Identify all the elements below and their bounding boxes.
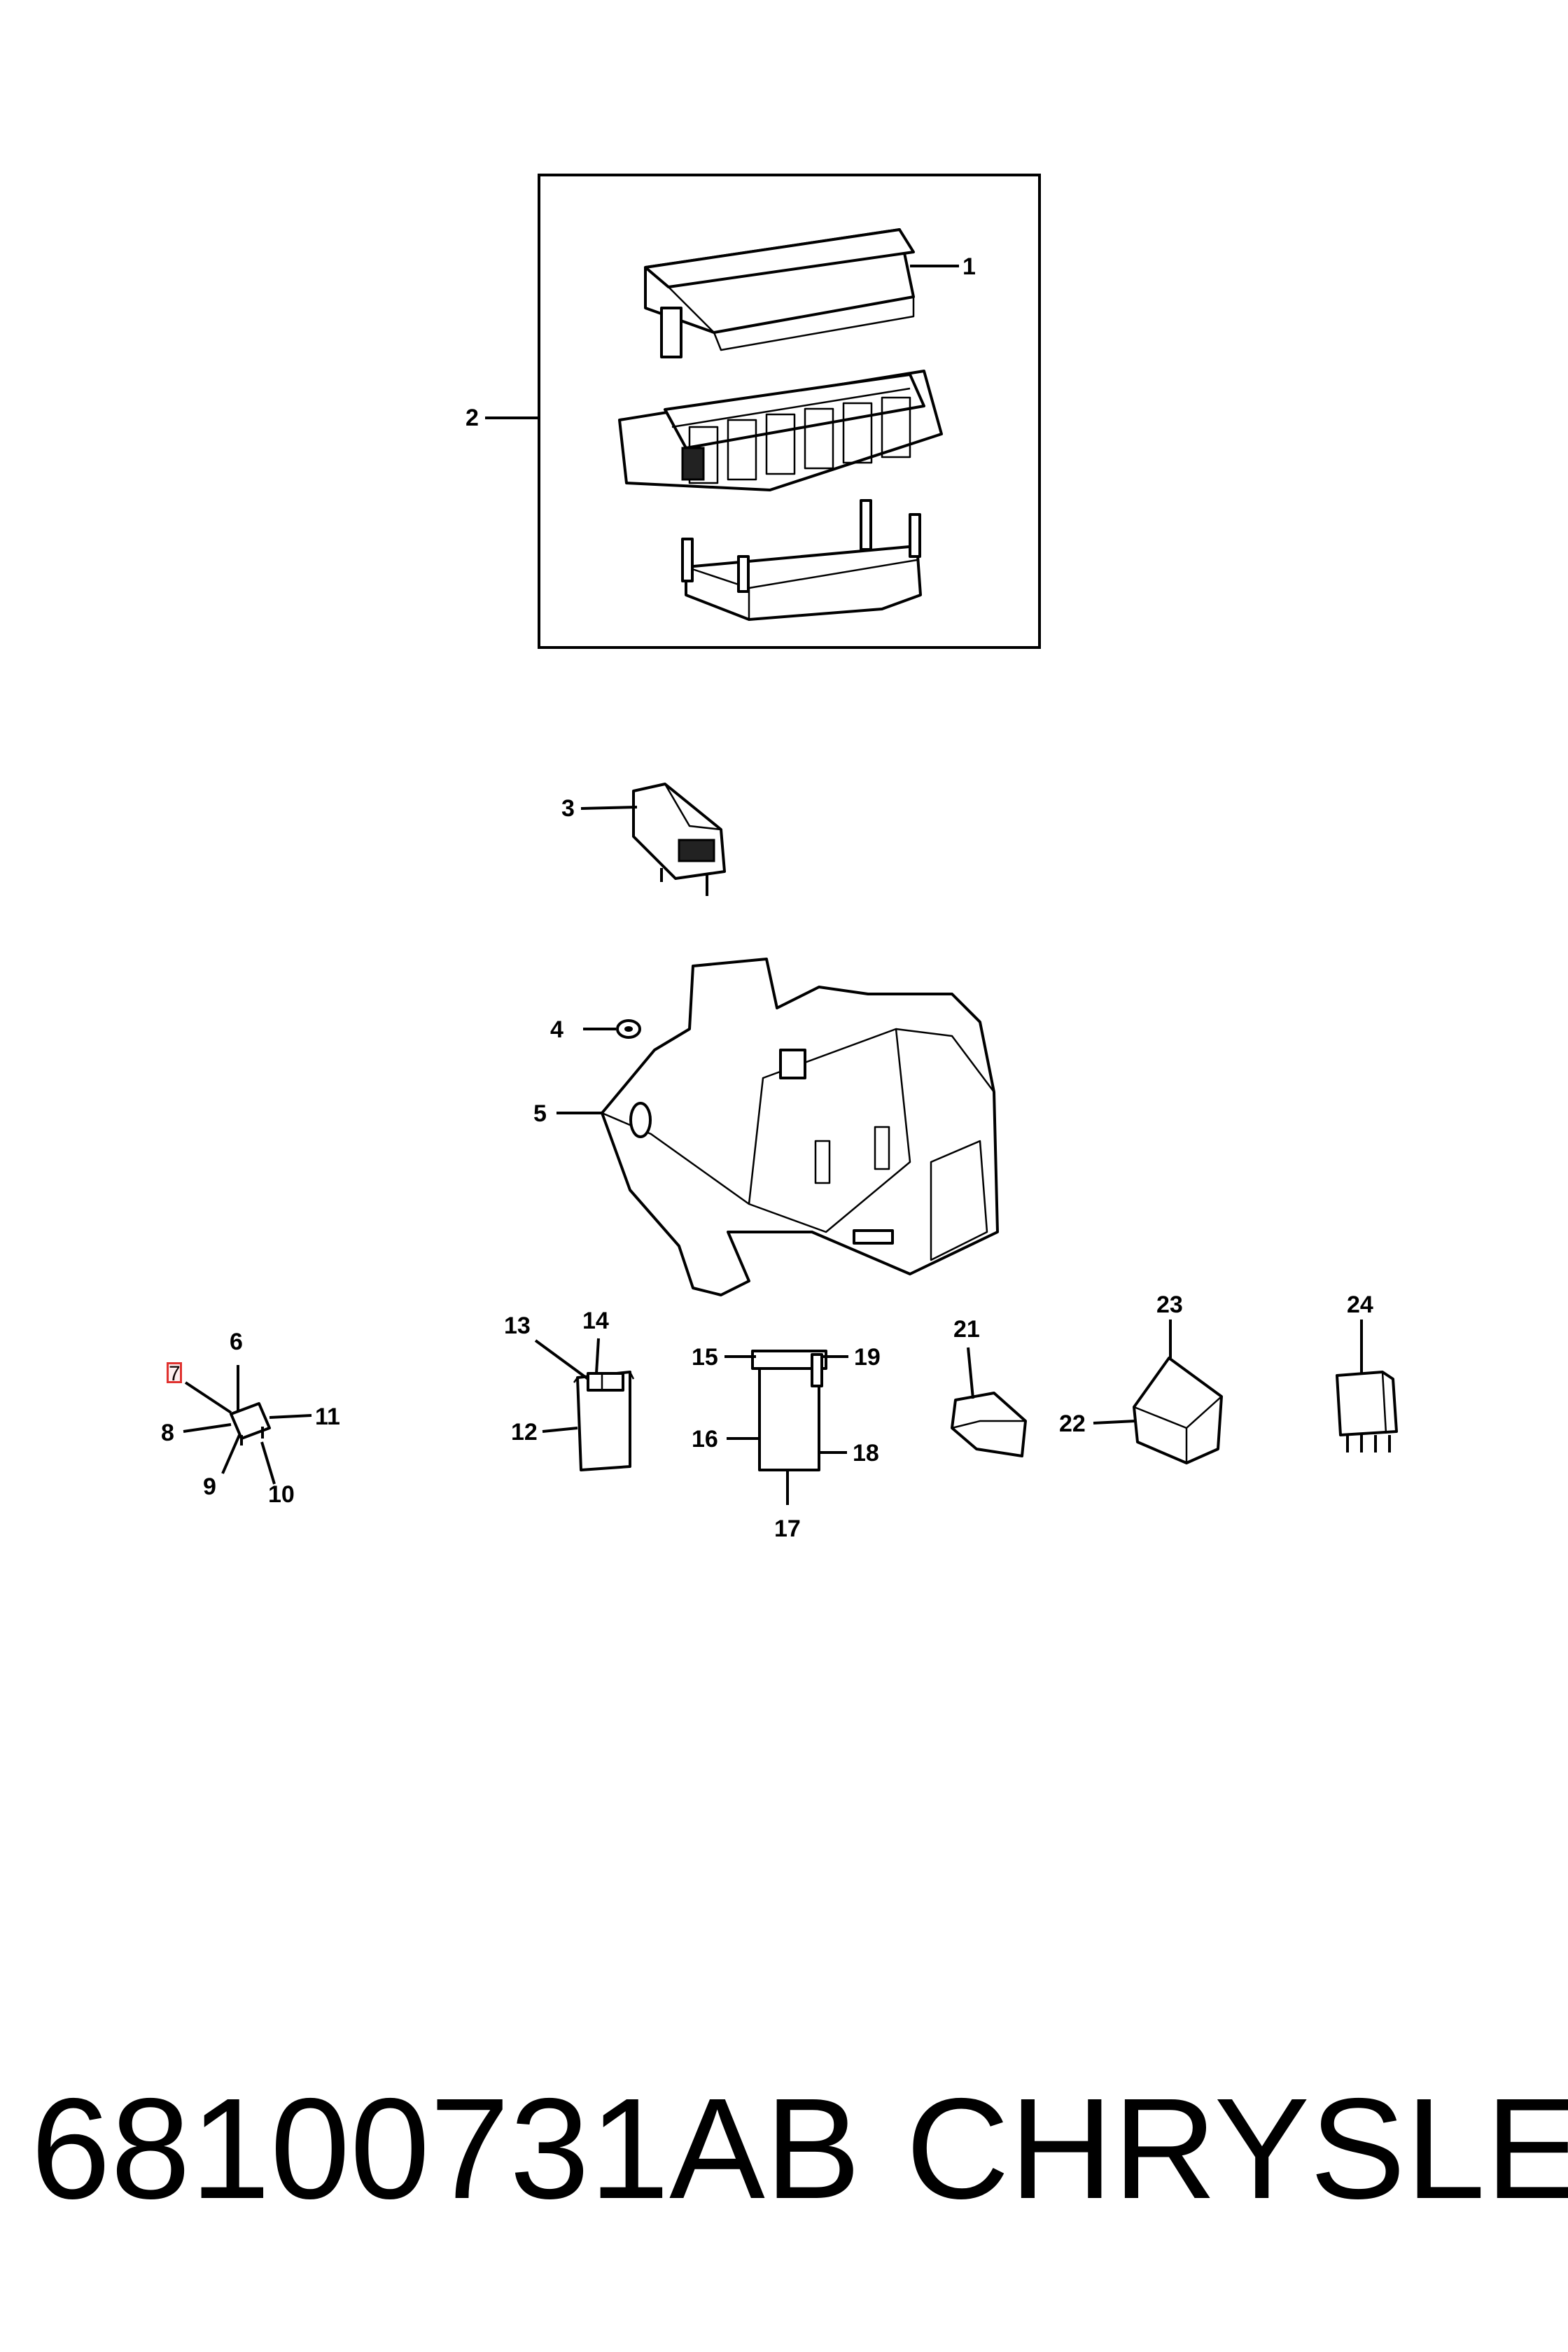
- callout-22[interactable]: 22: [1059, 1410, 1086, 1437]
- callout-16[interactable]: 16: [692, 1426, 718, 1452]
- callout-23[interactable]: 23: [1156, 1292, 1183, 1318]
- callout-21[interactable]: 21: [953, 1316, 980, 1343]
- part-2-fuse-block[interactable]: [618, 370, 943, 491]
- brand-name: CHRYSLER: [906, 2068, 1568, 2229]
- callout-19[interactable]: 19: [854, 1344, 881, 1371]
- callout-14[interactable]: 14: [582, 1308, 609, 1334]
- callout-18[interactable]: 18: [853, 1440, 879, 1466]
- callout-4[interactable]: 4: [550, 1016, 564, 1043]
- part-6-11-mini-fuse[interactable]: [230, 1402, 271, 1446]
- part-2-lower-tray[interactable]: [681, 499, 922, 621]
- leader-lines: [183, 265, 1363, 1505]
- fuse-box-assembly-frame: [538, 174, 1041, 649]
- callout-5[interactable]: 5: [533, 1100, 547, 1127]
- caption: 68100731AB CHRYSLER: [31, 2058, 1568, 2240]
- callout-8[interactable]: 8: [161, 1420, 174, 1446]
- callout-13[interactable]: 13: [504, 1312, 531, 1339]
- callout-10[interactable]: 10: [268, 1481, 295, 1508]
- callout-3[interactable]: 3: [561, 795, 575, 822]
- callout-6[interactable]: 6: [230, 1329, 243, 1355]
- part-24-micro-relay[interactable]: [1336, 1371, 1398, 1452]
- callout-7-highlight: [167, 1362, 182, 1383]
- part-1-cover[interactable]: [644, 228, 915, 358]
- part-4-nut[interactable]: [616, 1019, 641, 1039]
- callout-17[interactable]: 17: [774, 1516, 801, 1542]
- part-3-bracket[interactable]: [632, 783, 726, 896]
- part-12-14-cartridge-fuse[interactable]: [573, 1371, 635, 1471]
- callout-1[interactable]: 1: [962, 253, 976, 280]
- part-23-relay[interactable]: [1133, 1357, 1223, 1464]
- callout-9[interactable]: 9: [203, 1474, 216, 1500]
- callout-15[interactable]: 15: [692, 1344, 718, 1371]
- callout-labels: 1 2 3 4 5 6 7 8 9 10 11 12 13 14 15 16 1…: [161, 253, 1373, 1542]
- callout-12[interactable]: 12: [511, 1419, 538, 1446]
- part-21-connector[interactable]: [951, 1392, 1027, 1457]
- part-15-19-large-cartridge-fuse[interactable]: [751, 1350, 827, 1471]
- callout-7[interactable]: 7: [169, 1362, 181, 1385]
- part-5-mounting-bracket[interactable]: [601, 958, 999, 1296]
- callout-2[interactable]: 2: [465, 405, 479, 431]
- callout-11[interactable]: 11: [315, 1404, 340, 1430]
- part-number: 68100731AB: [31, 2068, 861, 2229]
- callout-24[interactable]: 24: [1347, 1292, 1373, 1318]
